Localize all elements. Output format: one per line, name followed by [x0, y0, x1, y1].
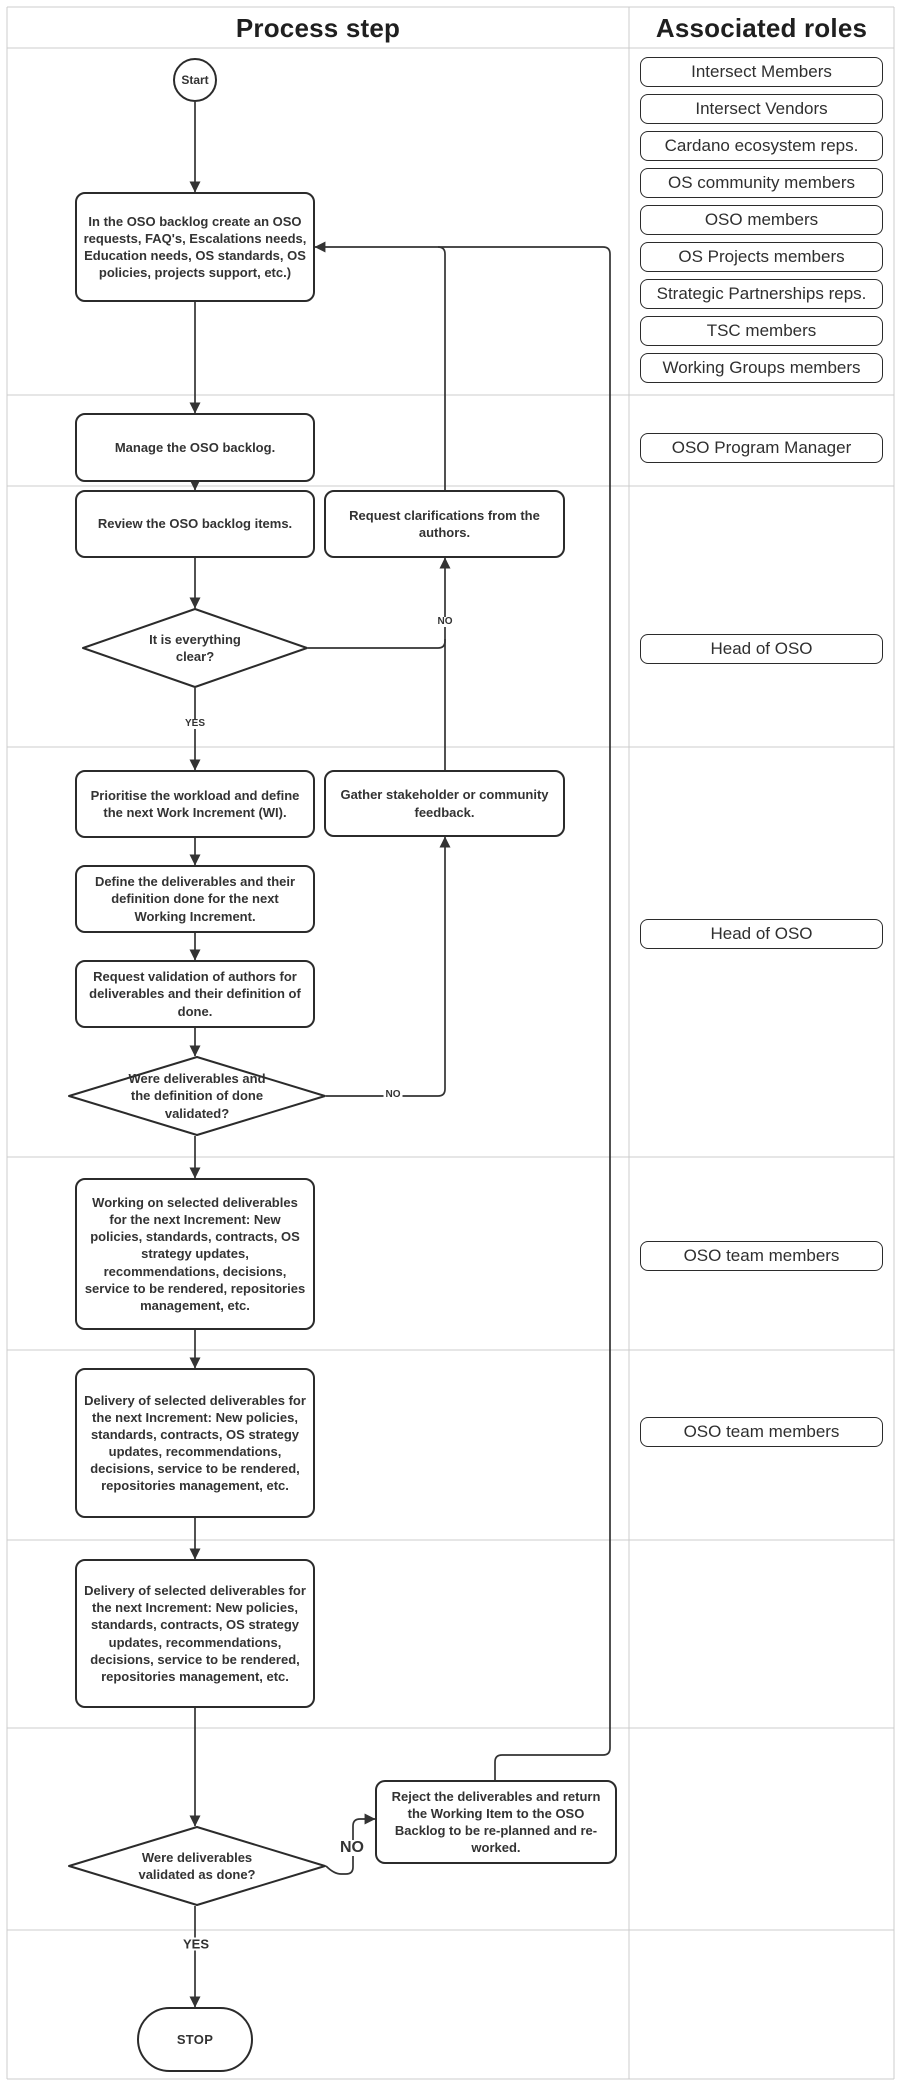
node-label: Request clarifications from the authors.: [349, 507, 540, 540]
role-label: Head of OSO: [710, 639, 813, 658]
role-label: Intersect Members: [691, 62, 832, 81]
flow-node-review-backlog-items: Review the OSO backlog items.: [75, 490, 315, 558]
flow-node-validated-as-done: Were deliverables validated as done?: [68, 1826, 326, 1906]
node-label: STOP: [176, 2032, 214, 2047]
role-box: Head of OSO: [640, 919, 883, 949]
role-label: Strategic Partnerships reps.: [656, 284, 867, 303]
edge-label-no: NO: [338, 1839, 366, 1856]
role-box: Intersect Members: [640, 57, 883, 87]
node-label: Working on selected deliverables for the…: [84, 1194, 306, 1313]
edge-clarifications-to-loop: [437, 246, 446, 490]
decision-diamond-shape: [82, 608, 308, 688]
node-label: Gather stakeholder or community feedback…: [340, 787, 549, 820]
flow-node-create-backlog: In the OSO backlog create an OSO request…: [75, 192, 315, 302]
role-label: Head of OSO: [710, 924, 813, 943]
role-box: OSO members: [640, 205, 883, 235]
edge-clear-no-join: [308, 639, 446, 649]
flow-node-delivery-of-deliverables-1: Delivery of selected deliverables for th…: [75, 1368, 315, 1518]
role-box: Head of OSO: [640, 634, 883, 664]
role-label: OSO Program Manager: [671, 438, 852, 457]
role-box: OS Projects members: [640, 242, 883, 272]
node-label: Request validation of authors for delive…: [89, 969, 301, 1019]
node-label: Define the deliverables and their defini…: [94, 874, 296, 924]
flow-node-delivery-of-deliverables-2: Delivery of selected deliverables for th…: [75, 1559, 315, 1708]
role-label: TSC members: [706, 321, 817, 340]
role-box: OS community members: [640, 168, 883, 198]
role-label: OSO members: [704, 210, 819, 229]
flow-node-everything-clear: It is everything clear?: [82, 608, 308, 688]
role-box: OSO Program Manager: [640, 433, 883, 463]
flow-node-start: Start: [173, 58, 217, 102]
role-box: OSO team members: [640, 1241, 883, 1271]
node-label: Were deliverables and the definition of …: [128, 1071, 266, 1121]
node-label: In the OSO backlog create an OSO request…: [83, 213, 307, 281]
flow-node-working-on-deliverables: Working on selected deliverables for the…: [75, 1178, 315, 1330]
node-label: Delivery of selected deliverables for th…: [84, 1392, 306, 1494]
edge-label-no: NO: [383, 1089, 403, 1100]
role-box: Strategic Partnerships reps.: [640, 279, 883, 309]
node-label: It is everything clear?: [149, 631, 241, 664]
role-box: Intersect Vendors: [640, 94, 883, 124]
node-label: Were deliverables validated as done?: [138, 1849, 256, 1882]
role-label: Working Groups members: [662, 358, 861, 377]
flow-node-request-validation: Request validation of authors for delive…: [75, 960, 315, 1028]
node-label: Review the OSO backlog items.: [97, 516, 293, 532]
column-header-associated-roles: Associated roles: [655, 12, 868, 43]
node-label: Manage the OSO backlog.: [114, 439, 276, 455]
role-label: OS Projects members: [678, 247, 845, 266]
edge-label-no: NO: [435, 616, 455, 627]
role-box: OSO team members: [640, 1417, 883, 1447]
node-label: Reject the deliverables and return the W…: [391, 1788, 601, 1856]
edge-done-no-to-reject: [325, 1813, 376, 1875]
flow-node-stop: STOP: [137, 2007, 253, 2072]
node-label: Start: [181, 73, 209, 87]
flow-node-reject-deliverables: Reject the deliverables and return the W…: [375, 1780, 617, 1864]
flow-node-define-deliverables: Define the deliverables and their defini…: [75, 865, 315, 933]
role-label: OSO team members: [683, 1246, 840, 1265]
role-box: TSC members: [640, 316, 883, 346]
edge-label-yes: YES: [180, 1936, 212, 1952]
flow-node-manage-backlog: Manage the OSO backlog.: [75, 413, 315, 482]
edge-label-yes: YES: [182, 718, 208, 729]
role-label: Cardano ecosystem reps.: [664, 136, 859, 155]
edge-reject-loop-to-create: [314, 241, 611, 1780]
edge-validated-no-to-gather: [326, 836, 451, 1097]
flow-node-prioritise-workload: Prioritise the workload and define the n…: [75, 770, 315, 838]
role-label: OSO team members: [683, 1422, 840, 1441]
decision-diamond-shape: [68, 1826, 326, 1906]
flow-node-request-clarifications: Request clarifications from the authors.: [324, 490, 565, 558]
role-label: Intersect Vendors: [695, 99, 828, 118]
role-label: OS community members: [667, 173, 856, 192]
decision-diamond-shape: [68, 1056, 326, 1136]
node-label: Prioritise the workload and define the n…: [90, 787, 300, 820]
column-header-process-step: Process step: [235, 12, 401, 43]
role-box: Working Groups members: [640, 353, 883, 383]
flow-node-gather-feedback: Gather stakeholder or community feedback…: [324, 770, 565, 837]
role-box: Cardano ecosystem reps.: [640, 131, 883, 161]
node-label: Delivery of selected deliverables for th…: [84, 1583, 306, 1684]
flow-node-deliverables-validated: Were deliverables and the definition of …: [68, 1056, 326, 1136]
